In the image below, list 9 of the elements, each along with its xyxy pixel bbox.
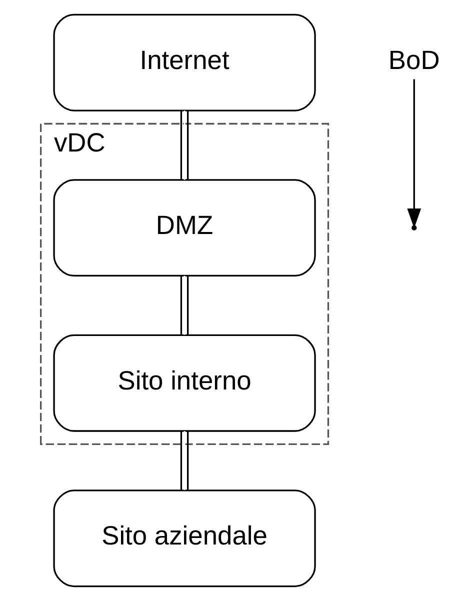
node-text: BoD: [388, 44, 440, 75]
arrow: [406, 79, 421, 228]
connector: [180, 431, 188, 490]
node-box: DMZ: [52, 179, 316, 277]
node-box: Sito aziendale: [52, 490, 316, 588]
node-box: Internet: [52, 14, 316, 112]
node-box: Sito interno: [52, 334, 316, 432]
connector: [180, 110, 188, 180]
connector: [180, 276, 188, 335]
